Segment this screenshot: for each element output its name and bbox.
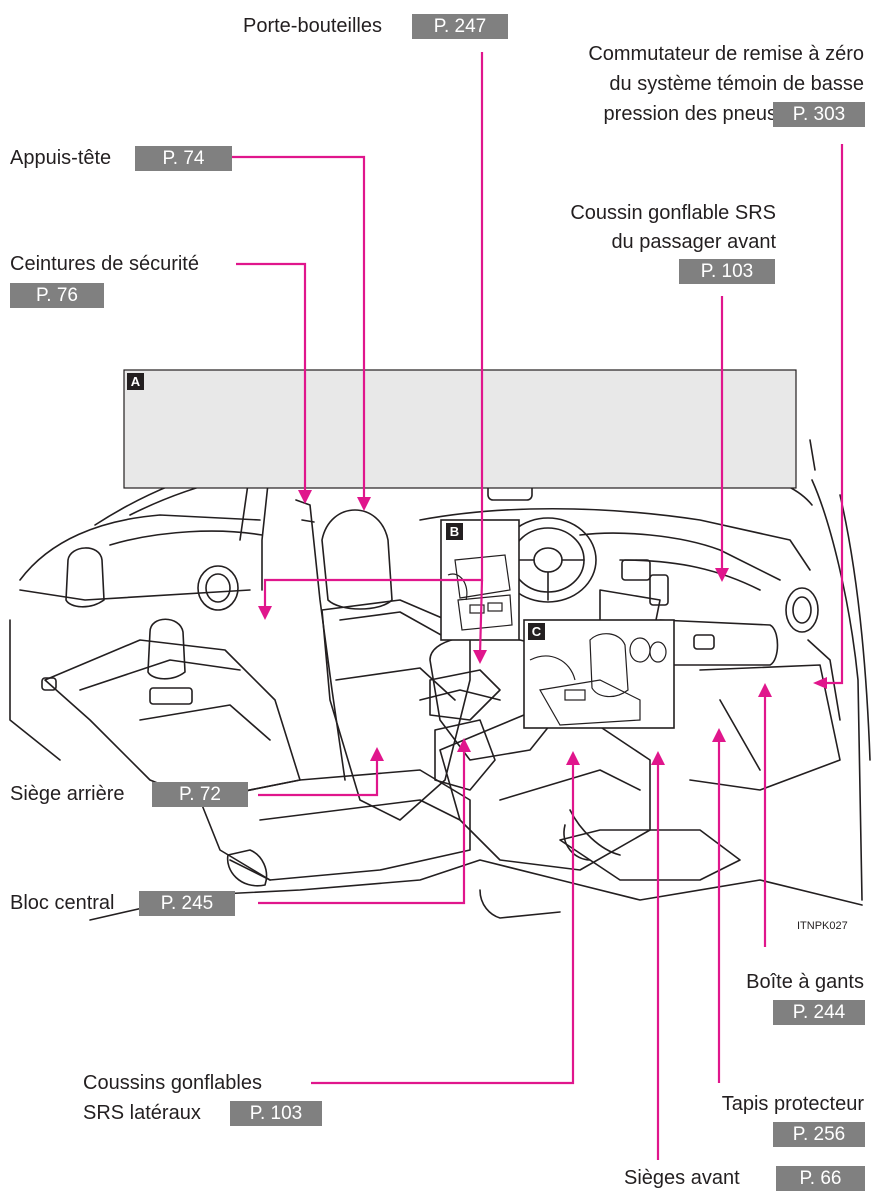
marker-c: C — [528, 623, 545, 640]
sieges-avant-page-link[interactable]: P. 66 — [776, 1166, 865, 1191]
tapis-page-link[interactable]: P. 256 — [773, 1122, 865, 1147]
commutateur-label-line2: du système témoin de basse — [609, 73, 864, 95]
leader-arrowheads — [258, 490, 827, 765]
label-panel — [123, 369, 797, 489]
coussins-lateraux-page-link[interactable]: P. 103 — [230, 1101, 322, 1126]
bloc-central-page-link[interactable]: P. 245 — [139, 891, 235, 916]
sieges-avant-label: Sièges avant — [624, 1167, 740, 1189]
marker-a: A — [127, 373, 144, 390]
tapis-label: Tapis protecteur — [721, 1093, 864, 1115]
commutateur-label-line1: Commutateur de remise à zéro — [588, 43, 864, 65]
coussins-lateraux-label-line2: SRS latéraux — [83, 1102, 201, 1124]
coussin-passager-label-line1: Coussin gonflable SRS — [570, 202, 776, 224]
siege-arriere-page-link[interactable]: P. 72 — [152, 782, 248, 807]
coussin-passager-label-line2: du passager avant — [611, 231, 776, 253]
coussins-lateraux-label-line1: Coussins gonflables — [83, 1072, 262, 1094]
boite-gants-page-link[interactable]: P. 244 — [773, 1000, 865, 1025]
appuis-tete-label: Appuis-tête — [10, 147, 112, 169]
marker-b: B — [446, 523, 463, 540]
ceintures-page-link[interactable]: P. 76 — [10, 283, 104, 308]
ceintures-label: Ceintures de sécurité — [10, 253, 199, 275]
porte-bouteilles-page-link[interactable]: P. 247 — [412, 14, 508, 39]
siege-arriere-label: Siège arrière — [10, 783, 125, 805]
boite-gants-label: Boîte à gants — [746, 971, 864, 993]
figure-code: ITNPK027 — [797, 920, 848, 932]
porte-bouteilles-label: Porte-bouteilles — [243, 15, 382, 37]
appuis-tete-page-link[interactable]: P. 74 — [135, 146, 232, 171]
coussin-passager-page-link[interactable]: P. 103 — [679, 259, 775, 284]
commutateur-label-line3: pression des pneus — [603, 103, 777, 125]
commutateur-page-link[interactable]: P. 303 — [773, 102, 865, 127]
bloc-central-label: Bloc central — [10, 892, 115, 914]
leader-lines — [232, 52, 844, 1160]
